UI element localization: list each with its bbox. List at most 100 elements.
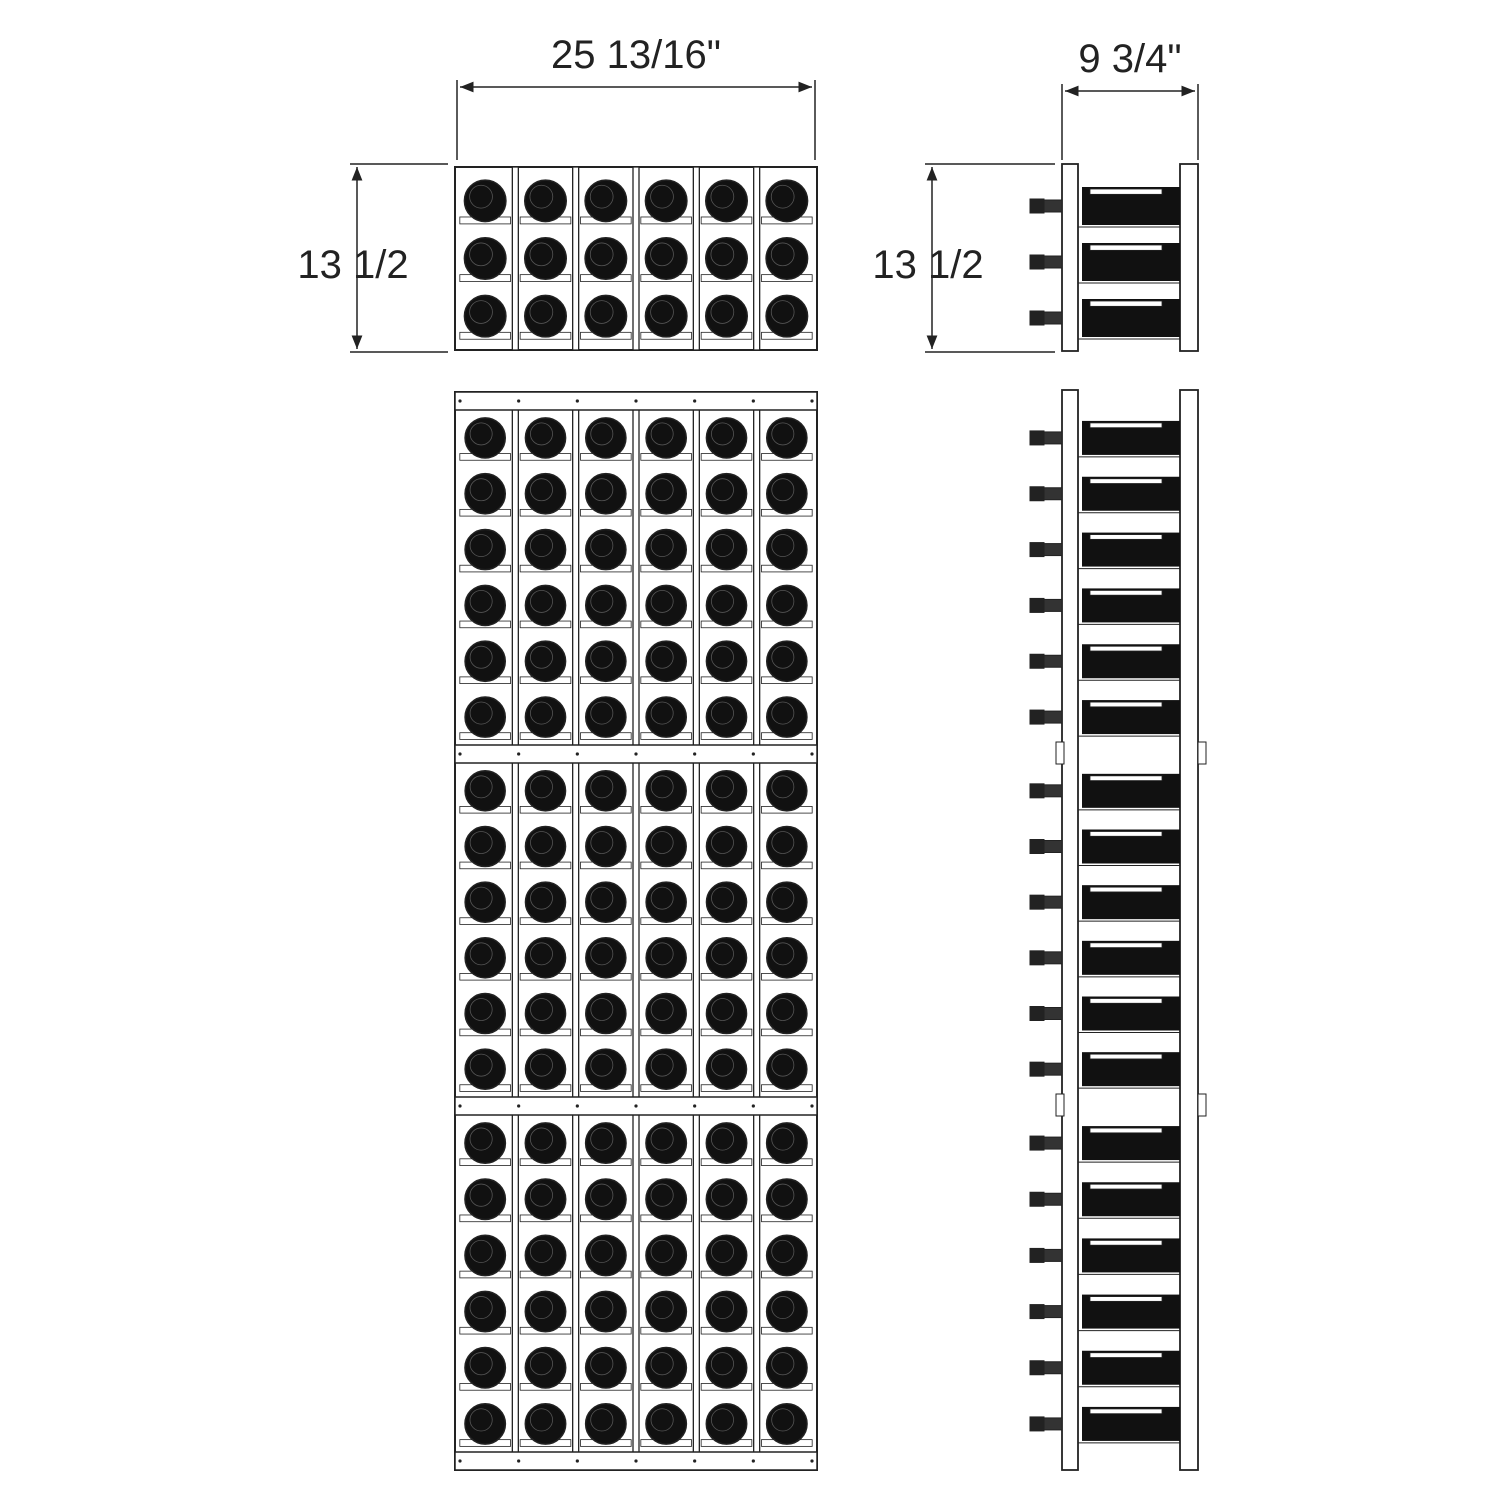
bottle-neck [1043, 840, 1063, 853]
bottle-label-strip [1089, 998, 1163, 1004]
bottle-end [704, 179, 749, 223]
bottle-end [705, 584, 748, 627]
bottle-highlight [590, 886, 614, 910]
rack-upright [692, 166, 700, 351]
bottle-end [765, 1402, 808, 1445]
bottle-end [524, 1178, 567, 1221]
bottle-end [705, 1234, 748, 1277]
rail-screw [693, 1459, 697, 1463]
bottle-end [765, 696, 808, 738]
bottle-highlight [590, 478, 614, 502]
bottle-highlight [711, 998, 734, 1021]
bottle-label-strip [1089, 422, 1163, 429]
bottle-highlight [711, 775, 734, 799]
bottle-end [645, 640, 688, 683]
bottle-highlight [590, 589, 614, 613]
bottle-highlight [711, 701, 734, 725]
bottle-highlight [469, 998, 493, 1021]
rail-screw [458, 1104, 462, 1108]
side-post-front [1061, 163, 1079, 352]
bottle-end [645, 1048, 687, 1090]
bottle-end [464, 937, 506, 979]
rail-screw [751, 752, 755, 756]
bottle-highlight [650, 645, 674, 669]
bottle-highlight [771, 645, 795, 669]
bottle-cork [1029, 310, 1045, 326]
bottle-highlight [589, 242, 614, 267]
bottle-label-strip [1089, 1296, 1163, 1302]
bottle-highlight [710, 1239, 734, 1263]
bottle-cork [1029, 653, 1045, 669]
bottle-label-strip [1089, 775, 1163, 781]
bottle-highlight [469, 478, 493, 502]
bottle-highlight [771, 589, 795, 613]
bottle-highlight [590, 422, 614, 446]
bottle-highlight [469, 942, 493, 966]
bottle-end [766, 992, 808, 1035]
bottle-end [524, 696, 567, 738]
bottle-end [584, 294, 628, 338]
rail-screw [634, 1104, 638, 1108]
bottle-label-strip [1089, 1352, 1163, 1358]
bottle-neck [1043, 1248, 1063, 1262]
bottle-highlight [589, 184, 614, 209]
bottle-highlight [711, 422, 734, 446]
bottle-highlight [529, 300, 554, 324]
side-post-back [1179, 163, 1199, 352]
bottle-neck [1043, 654, 1063, 668]
bottle-highlight [530, 478, 553, 502]
rail-screw [810, 1104, 814, 1108]
module-joint-front [1055, 741, 1065, 765]
bottle-end [765, 417, 808, 459]
bottle-highlight [529, 1183, 553, 1207]
bottle-highlight [710, 1408, 734, 1432]
bottle-highlight [650, 701, 674, 725]
bottle-highlight [770, 300, 795, 324]
bottle-end [464, 1234, 507, 1277]
bottle-end [584, 1290, 627, 1333]
bottle-end [705, 417, 748, 459]
bottle-highlight [650, 1296, 674, 1320]
bottle-end [584, 1346, 627, 1389]
bottle-label-strip [1089, 1053, 1163, 1060]
bottle-label-strip [1089, 1408, 1163, 1415]
bottle-highlight [771, 422, 795, 446]
rail-screw [751, 1459, 755, 1463]
bottle-end [524, 1048, 567, 1090]
side-view-full-rack [1029, 389, 1207, 1471]
bottle-end [464, 881, 506, 923]
bottle-end [524, 825, 567, 868]
bottle-highlight [469, 1408, 493, 1432]
bottle-cork [1029, 950, 1045, 966]
bottle-neck [1043, 311, 1063, 325]
bottle-cork [1029, 894, 1045, 910]
dimension-side-height: 13 1/2 [872, 163, 1055, 353]
bottle-highlight [710, 242, 735, 267]
bottle-highlight [771, 701, 795, 725]
bottle-highlight [469, 775, 493, 799]
bottle-end [524, 584, 567, 627]
bottle-highlight [650, 534, 674, 558]
bottle-end [705, 1122, 748, 1165]
bottle-highlight [650, 1239, 674, 1263]
bottle-end [464, 1048, 506, 1090]
bottle-end [705, 937, 748, 979]
front-view-single-module [454, 166, 818, 351]
bottle-cork [1029, 1135, 1045, 1151]
rack-upright [632, 166, 640, 351]
bottle-end [464, 584, 507, 627]
rail-screw [810, 752, 814, 756]
bottle-highlight [469, 1183, 493, 1207]
bottle-end [765, 1178, 808, 1221]
bottle-end [524, 472, 567, 515]
bottle-end [645, 1122, 688, 1165]
bottle-end [705, 881, 748, 923]
bottle-highlight [771, 534, 795, 558]
bottle-cork [1029, 1191, 1045, 1207]
bottle-label-strip [1089, 244, 1163, 251]
bottle-end [524, 1122, 567, 1165]
bottle-highlight [711, 1053, 734, 1077]
bottle-end [705, 992, 748, 1035]
bottle-end [645, 472, 688, 515]
bottle-cork [1029, 783, 1045, 799]
